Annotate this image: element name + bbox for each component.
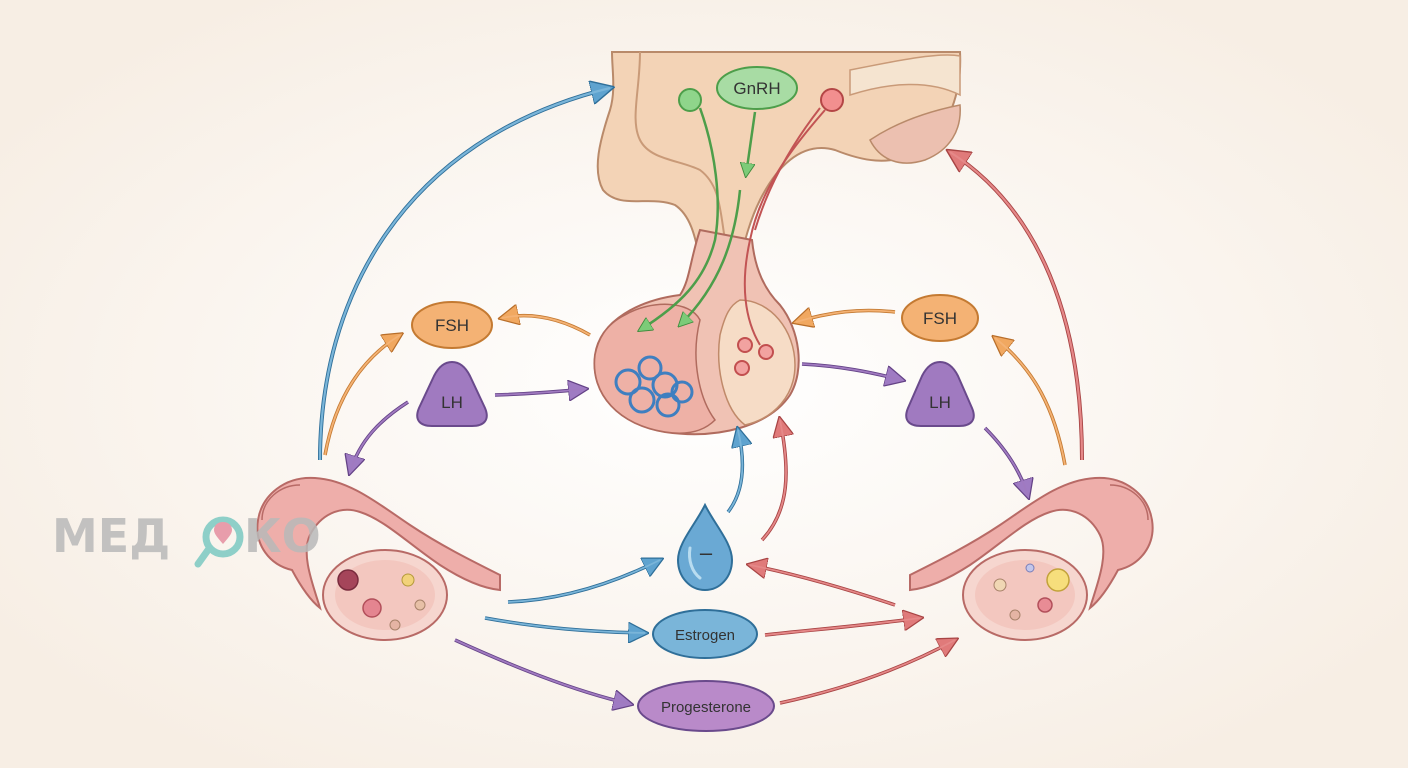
gnrh-label: GnRH xyxy=(733,79,780,98)
neuron-fibers xyxy=(640,88,844,346)
arrows xyxy=(318,88,1084,704)
pituitary-icon xyxy=(593,228,800,436)
droplet-icon: – xyxy=(676,502,734,592)
gnrh-arrow xyxy=(746,111,757,175)
lh-right-label: LH xyxy=(929,393,951,412)
fsh-right-label: FSH xyxy=(923,309,957,328)
estrogen-badge: Estrogen xyxy=(652,609,758,659)
estrogen-label: Estrogen xyxy=(675,627,735,644)
feedback-sign: – xyxy=(700,540,713,565)
watermark-suffix: КО xyxy=(244,509,321,563)
watermark-prefix: МЕД xyxy=(52,509,170,563)
progesterone-badge: Progesterone xyxy=(637,680,775,732)
watermark: МЕД КО xyxy=(52,509,321,568)
fsh-right-badge: FSH xyxy=(901,294,979,342)
gnrh-badge: GnRH xyxy=(716,66,798,110)
ovary-left-icon xyxy=(256,476,501,641)
lh-right-badge: LH xyxy=(905,360,975,427)
fsh-left-label: FSH xyxy=(435,316,469,335)
fsh-left-badge: FSH xyxy=(411,301,493,349)
ovary-right-icon xyxy=(909,476,1154,641)
lh-left-badge: LH xyxy=(416,360,488,427)
lh-left-label: LH xyxy=(441,393,463,412)
progesterone-label: Progesterone xyxy=(661,699,751,716)
location-pin-icon xyxy=(194,516,244,568)
